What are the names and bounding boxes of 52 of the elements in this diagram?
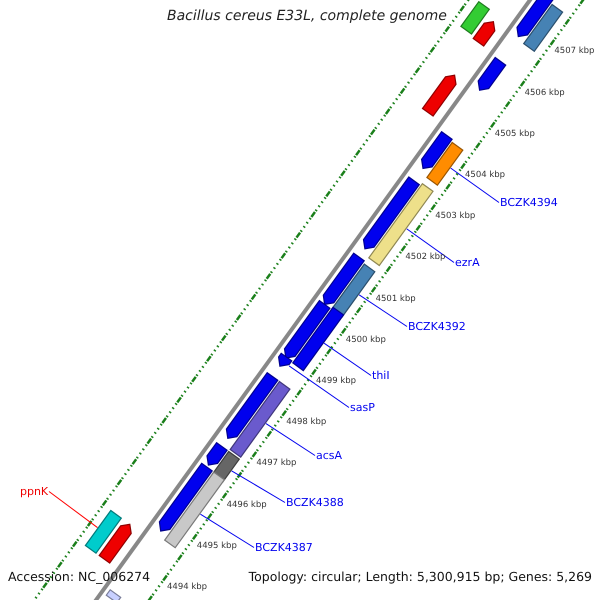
tick-label: 4502 kbp [405, 252, 446, 262]
leader-line [231, 470, 286, 503]
tick-label: 4503 kbp [435, 211, 476, 222]
gene-feature [278, 352, 293, 367]
gene-label: acsA [316, 449, 342, 462]
gene-feature [362, 176, 420, 250]
gene-feature [472, 21, 496, 47]
leader-line [450, 168, 500, 203]
tick-label: 4495 kbp [196, 540, 237, 551]
tick-label: 4506 kbp [524, 88, 565, 98]
leader-line [358, 294, 408, 327]
gene-feature [478, 56, 507, 91]
gene-feature [105, 588, 122, 600]
gene-feature [422, 74, 457, 117]
tick-label: 4505 kbp [494, 128, 535, 139]
accession-text: Accession: NC_006274 [8, 569, 150, 584]
tick-label: 4497 kbp [256, 458, 296, 468]
tick-label: 4498 kbp [286, 417, 326, 428]
gene-feature [226, 372, 279, 439]
gene-feature [284, 300, 331, 359]
gene-label: BCZK4387 [255, 541, 313, 554]
gene-feature [426, 142, 464, 186]
gene-feature [460, 0, 490, 35]
tick-label: 4500 kbp [346, 334, 386, 345]
gene-label: BCZK4394 [500, 196, 558, 209]
diagram-title: Bacillus cereus E33L, complete genome [167, 8, 447, 24]
genome-stats-text: Topology: circular; Length: 5,300,915 bp; Genes: 5,269 [248, 569, 592, 584]
leader-line [288, 365, 350, 408]
gene-feature [516, 0, 556, 38]
gene-label: BCZK4392 [408, 320, 466, 333]
gene-label: ezrA [455, 256, 480, 269]
gene-label: ppnK [20, 485, 48, 498]
gene-feature [420, 130, 453, 170]
tick-label: 4507 kbp [554, 46, 594, 56]
tick-label: 4494 kbp [167, 582, 208, 592]
gene-feature [98, 524, 132, 564]
leader-line [265, 423, 316, 456]
gene-feature [158, 462, 214, 532]
leader-line [406, 228, 454, 263]
gene-feature [322, 252, 366, 306]
tick-label: 4499 kbp [316, 376, 356, 386]
tick-label: 4504 kbp [465, 170, 506, 180]
tick-label: 4501 kbp [376, 294, 416, 304]
leader-line [200, 514, 254, 548]
leader-line [324, 342, 372, 376]
gene-feature [206, 442, 228, 466]
gene-label: BCZK4388 [286, 496, 344, 509]
gene-label: sasP [350, 401, 375, 414]
gene-label: thiI [372, 369, 390, 382]
gene-feature [84, 510, 122, 554]
tick-label: 4496 kbp [226, 500, 267, 510]
gene-feature [292, 306, 344, 372]
